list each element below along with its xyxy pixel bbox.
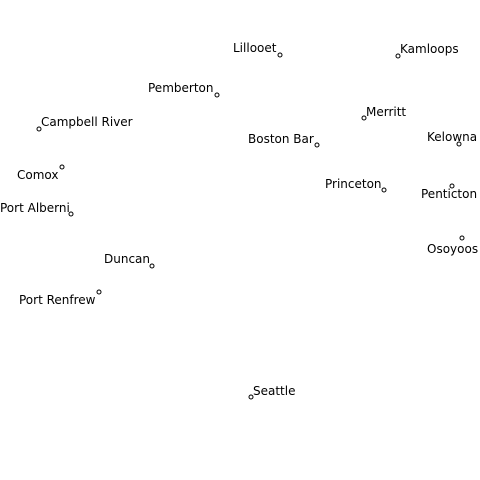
city-comox: Comox <box>17 164 65 182</box>
city-marker-icon <box>459 235 465 241</box>
city-label: Port Renfrew <box>19 293 96 307</box>
city-marker-icon <box>214 92 220 98</box>
city-marker-icon <box>395 53 401 59</box>
city-marker-icon <box>314 142 320 148</box>
city-label: Osoyoos <box>427 242 478 256</box>
city-marker-icon <box>68 211 74 217</box>
city-pemberton: Pemberton <box>148 81 220 98</box>
city-label: Campbell River <box>41 115 133 129</box>
city-seattle: Seattle <box>248 384 295 400</box>
city-duncan: Duncan <box>104 252 155 269</box>
city-kamloops: Kamloops <box>395 42 459 59</box>
city-label: Seattle <box>253 384 295 398</box>
city-port-renfrew: Port Renfrew <box>19 289 102 307</box>
city-marker-icon <box>248 394 254 400</box>
city-princeton: Princeton <box>325 177 387 193</box>
city-marker-icon <box>449 183 455 189</box>
city-label: Merritt <box>366 105 406 119</box>
city-label: Kamloops <box>400 42 459 56</box>
cities-layer: Lillooet KamloopsPembertonMerrittCampbell… <box>0 41 478 400</box>
city-label: Boston Bar <box>248 132 314 146</box>
city-osoyoos: Osoyoos <box>427 235 478 256</box>
city-campbell-river: Campbell River <box>36 115 133 132</box>
city-marker-icon <box>96 289 102 295</box>
city-label: Comox <box>17 168 58 182</box>
city-marker-icon <box>59 164 65 170</box>
city-label: Port Alberni <box>0 201 70 215</box>
city-boston-bar: Boston Bar <box>248 132 320 148</box>
city-label: Penticton <box>421 187 477 201</box>
city-marker-icon <box>36 126 42 132</box>
city-marker-icon <box>361 115 367 121</box>
city-marker-icon <box>149 263 155 269</box>
city-label: Princeton <box>325 177 382 191</box>
city-label: Pemberton <box>148 81 213 95</box>
city-marker-icon <box>277 52 283 58</box>
city-port-alberni: Port Alberni <box>0 201 74 217</box>
city-label: Lillooet <box>233 41 277 55</box>
city-label: Duncan <box>104 252 150 266</box>
city-marker-icon <box>456 141 462 147</box>
city-lillooet: Lillooet <box>233 41 283 58</box>
city-kelowna: Kelowna <box>427 130 477 147</box>
city-marker-icon <box>381 187 387 193</box>
city-merritt: Merritt <box>361 105 406 121</box>
city-label: Kelowna <box>427 130 477 144</box>
city-penticton: Penticton <box>421 183 477 201</box>
